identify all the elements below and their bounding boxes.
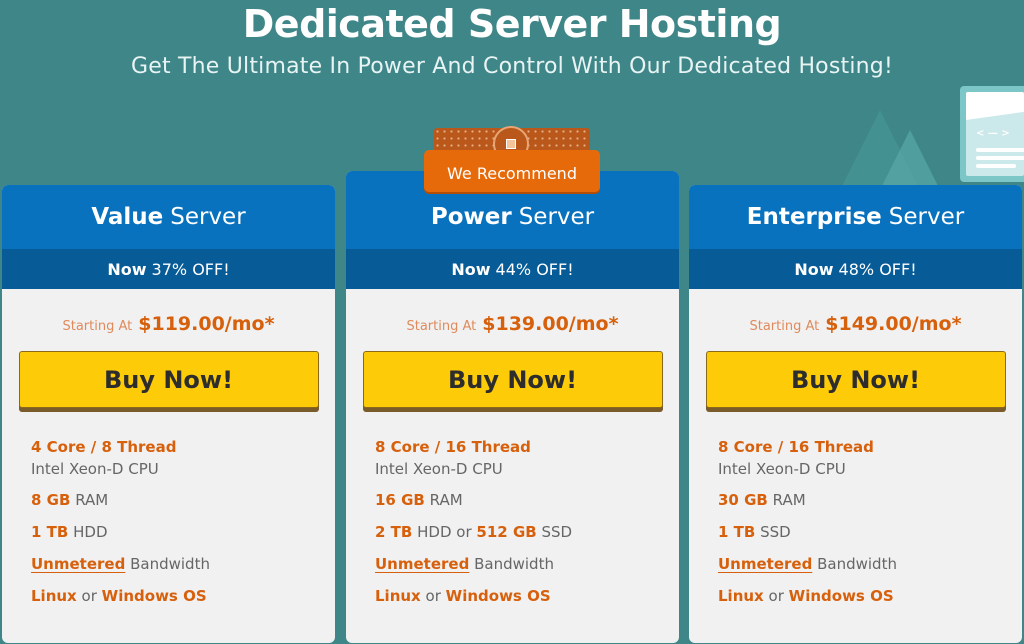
price: Starting At $119.00/mo*: [62, 313, 275, 335]
we-recommend-badge: We Recommend: [424, 126, 600, 194]
unmetered-link[interactable]: Unmetered: [375, 555, 470, 573]
recommend-label: We Recommend: [424, 150, 600, 192]
page-title: Dedicated Server Hosting: [242, 2, 782, 46]
code-window-icon: < — >: [960, 86, 1024, 182]
price: Starting At $149.00/mo*: [749, 313, 962, 335]
feature-bandwidth: Unmetered Bandwidth: [31, 555, 210, 573]
feature-os: Linux or Windows OS: [375, 587, 551, 605]
unmetered-link[interactable]: Unmetered: [31, 555, 126, 573]
buy-now-button-power[interactable]: Buy Now!: [362, 351, 663, 408]
plan-card-value: Value Server Now 37% OFF! Starting At $1…: [2, 185, 335, 643]
feature-os: Linux or Windows OS: [718, 587, 894, 605]
feature-storage: 1 TB SSD: [718, 523, 791, 541]
feature-bandwidth: Unmetered Bandwidth: [718, 555, 897, 573]
feature-bandwidth: Unmetered Bandwidth: [375, 555, 554, 573]
unmetered-link[interactable]: Unmetered: [718, 555, 813, 573]
buy-now-button-enterprise[interactable]: Buy Now!: [705, 351, 1006, 408]
feature-ram: 8 GB RAM: [31, 491, 109, 509]
feature-os: Linux or Windows OS: [31, 587, 207, 605]
feature-cpu: 4 Core / 8 Thread Intel Xeon-D CPU: [31, 438, 177, 478]
feature-list: 4 Core / 8 Thread Intel Xeon-D CPU 8 GB …: [31, 436, 335, 607]
plan-title: Value Server: [2, 185, 335, 249]
discount-banner: Now 44% OFF!: [346, 249, 679, 289]
feature-cpu: 8 Core / 16 Thread Intel Xeon-D CPU: [718, 438, 874, 478]
feature-storage: 1 TB HDD: [31, 523, 108, 541]
buy-now-button-value[interactable]: Buy Now!: [18, 351, 319, 408]
feature-ram: 16 GB RAM: [375, 491, 463, 509]
price: Starting At $139.00/mo*: [406, 313, 619, 335]
feature-storage: 2 TB HDD or 512 GB SSD: [375, 523, 573, 541]
feature-list: 8 Core / 16 Thread Intel Xeon-D CPU 16 G…: [375, 436, 679, 607]
plan-card-power: Power Server Now 44% OFF! Starting At $1…: [346, 171, 679, 643]
mountain-decoration-icon: [880, 130, 940, 190]
plan-card-enterprise: Enterprise Server Now 48% OFF! Starting …: [689, 185, 1022, 643]
feature-ram: 30 GB RAM: [718, 491, 806, 509]
plan-title: Enterprise Server: [689, 185, 1022, 249]
page-subtitle: Get The Ultimate In Power And Control Wi…: [131, 54, 893, 79]
feature-list: 8 Core / 16 Thread Intel Xeon-D CPU 30 G…: [718, 436, 1022, 607]
discount-banner: Now 37% OFF!: [2, 249, 335, 289]
feature-cpu: 8 Core / 16 Thread Intel Xeon-D CPU: [375, 438, 531, 478]
discount-banner: Now 48% OFF!: [689, 249, 1022, 289]
